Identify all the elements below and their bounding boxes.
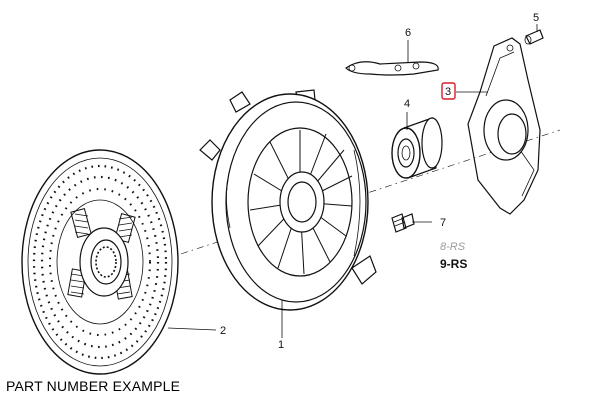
release-bearing [391, 117, 443, 179]
pressure-plate [199, 89, 377, 311]
note-9rs: 9-RS [440, 257, 467, 271]
part-number-caption: PART NUMBER EXAMPLE [6, 378, 181, 394]
callout-label-3: 3 [445, 86, 451, 98]
note-8rs: 8-RS [440, 241, 466, 253]
clutch-disc [21, 149, 179, 375]
release-lever [467, 37, 541, 215]
callout-label-5: 5 [533, 12, 539, 24]
callout-3-highlight-box [441, 82, 456, 100]
callout-label-7: 7 [440, 217, 446, 229]
callout-label-2: 2 [220, 325, 226, 337]
callout-label-6: 6 [405, 27, 411, 39]
leader-lines [167, 24, 538, 338]
spring-clip [345, 61, 439, 76]
pivot-pin [524, 29, 544, 45]
bolt [391, 213, 415, 233]
callout-label-1: 1 [278, 339, 284, 351]
callout-label-4: 4 [404, 98, 410, 110]
